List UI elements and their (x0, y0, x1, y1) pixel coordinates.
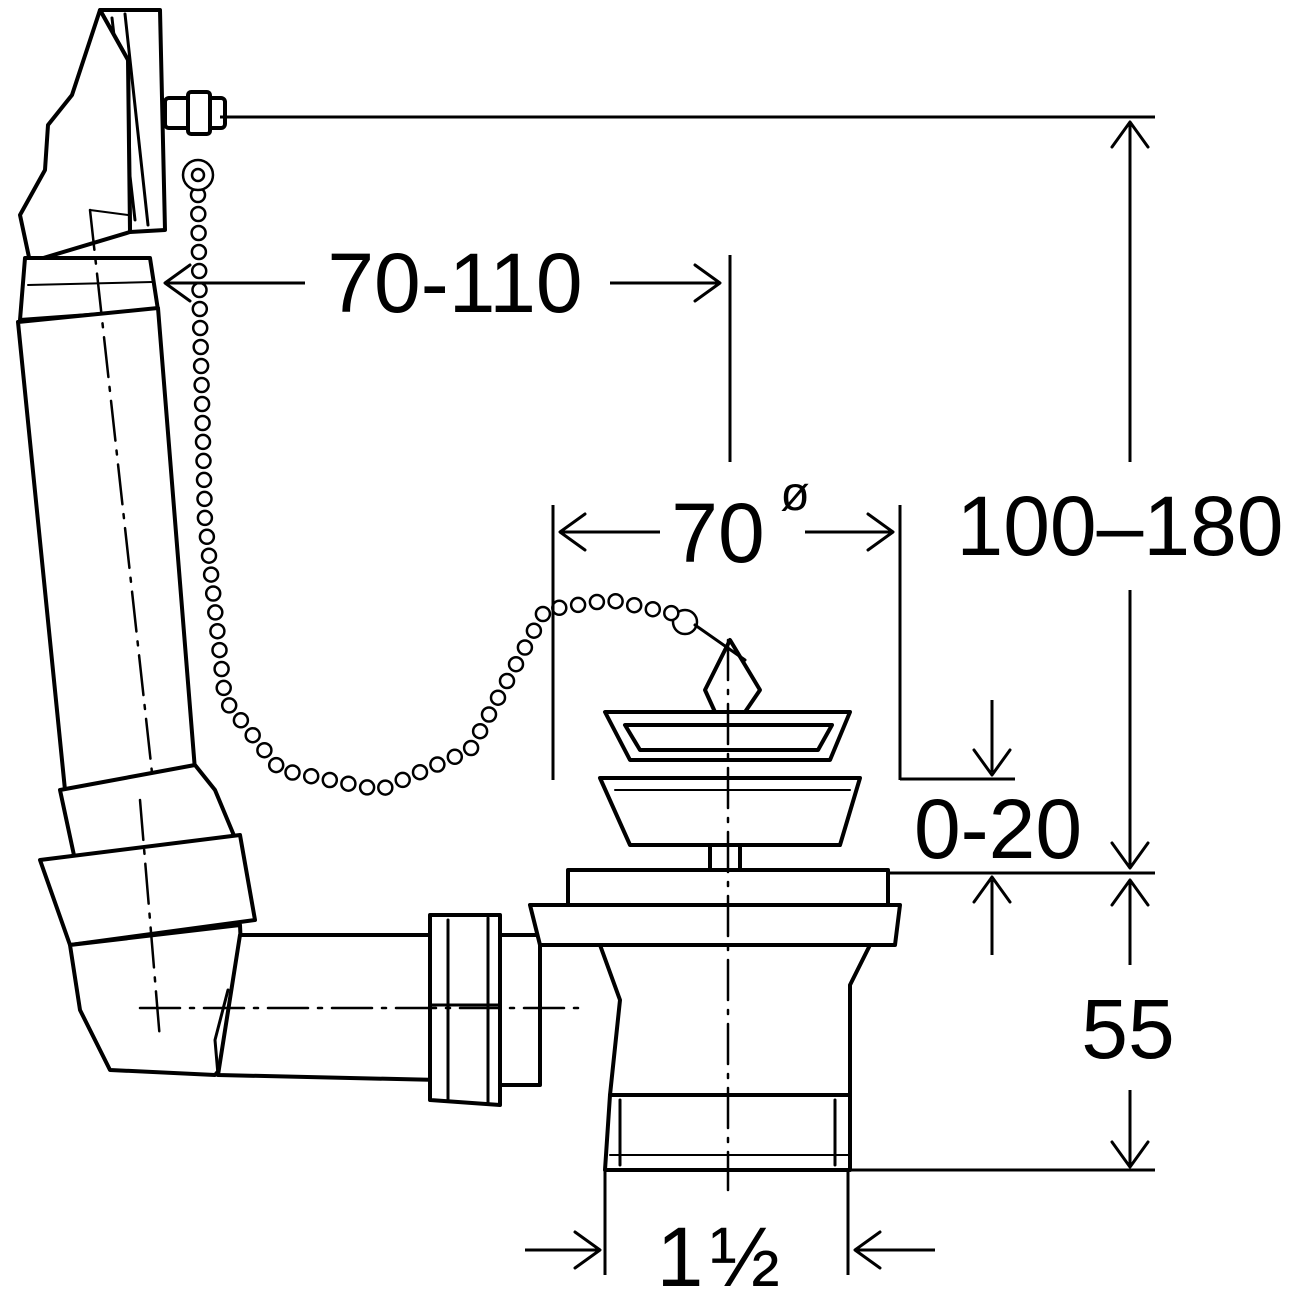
chain-bead (446, 748, 464, 766)
chain-bead (588, 593, 606, 611)
label-body-height: 55 (1081, 982, 1174, 1076)
chain-bead (644, 600, 662, 618)
dimension-total-height (220, 115, 1155, 870)
chain-bead (358, 779, 376, 796)
chain-bead (213, 660, 230, 678)
chain-bead (192, 357, 210, 375)
chain-bead (267, 756, 285, 774)
chain-bead (195, 471, 213, 489)
chain-bead (489, 689, 507, 706)
chain-bead (462, 739, 480, 757)
dimension-overflow-offset (163, 255, 732, 462)
chain-bead (211, 641, 228, 659)
label-plug-diameter: 70 (671, 486, 764, 580)
chain-bead (215, 679, 232, 697)
drain-body (528, 868, 902, 1172)
label-diameter-symbol: ø (780, 468, 809, 521)
dimension-body-height (850, 878, 1155, 1172)
chain-bead (191, 300, 209, 318)
chain-bead (190, 262, 208, 280)
chain-bead (525, 622, 543, 639)
chain-bead (321, 771, 339, 789)
strainer-plug (598, 608, 862, 872)
label-overflow-offset: 70-110 (327, 236, 582, 330)
chain-bead (377, 779, 394, 796)
chain-bead (194, 414, 211, 432)
chain-bead (498, 672, 516, 690)
chain-bead (195, 452, 212, 470)
chain-bead (516, 639, 534, 656)
chain-bead (534, 605, 552, 623)
label-thread-fraction: ½ (710, 1210, 780, 1294)
chain-bead (244, 726, 261, 744)
chain-bead (429, 756, 446, 773)
chain-bead (569, 596, 587, 614)
dimension-plug-travel (890, 700, 1155, 955)
label-thread-whole: 1 (657, 1210, 704, 1294)
dimension-plug-diameter (551, 505, 902, 780)
chain-bead (196, 490, 213, 508)
chain-bead (663, 604, 680, 622)
chain-bead (191, 319, 209, 337)
chain-bead (284, 764, 301, 781)
chain-bead (302, 767, 320, 785)
chain-bead (471, 722, 489, 740)
chain-bead (607, 592, 624, 610)
chain-bead (191, 281, 208, 299)
connection-pipe (138, 913, 582, 1107)
chain-bead (220, 697, 238, 714)
chain-bead (204, 585, 222, 602)
chain-bead (256, 741, 273, 759)
chain-bead (480, 706, 498, 723)
bead-chain (189, 186, 680, 796)
chain-bead (202, 566, 220, 583)
label-total-height: 100–180 (956, 479, 1283, 573)
chain-bead (190, 224, 207, 242)
chain-bead (193, 395, 211, 413)
chain-bead (194, 433, 212, 451)
dimension-thread (525, 1170, 935, 1275)
chain-bead (209, 622, 226, 640)
overflow-pipe (16, 208, 197, 802)
chain-bead (232, 712, 250, 729)
chain-bead (190, 205, 207, 223)
chain-bead (192, 338, 209, 356)
chain-bead (196, 509, 214, 527)
chain-bead (193, 376, 210, 394)
chain-bead (625, 596, 643, 614)
chain-bead (190, 243, 208, 261)
chain-bead (394, 771, 411, 789)
chain-bead (207, 604, 224, 621)
chain-bead (198, 528, 216, 546)
overflow-elbow (38, 763, 257, 1077)
chain-bead (507, 655, 525, 673)
overflow-head (18, 8, 227, 264)
chain-bead (340, 775, 357, 792)
chain-bead (200, 547, 218, 564)
chain-eyelet (181, 158, 215, 192)
label-plug-travel: 0-20 (914, 782, 1082, 876)
chain-bead (411, 763, 429, 781)
